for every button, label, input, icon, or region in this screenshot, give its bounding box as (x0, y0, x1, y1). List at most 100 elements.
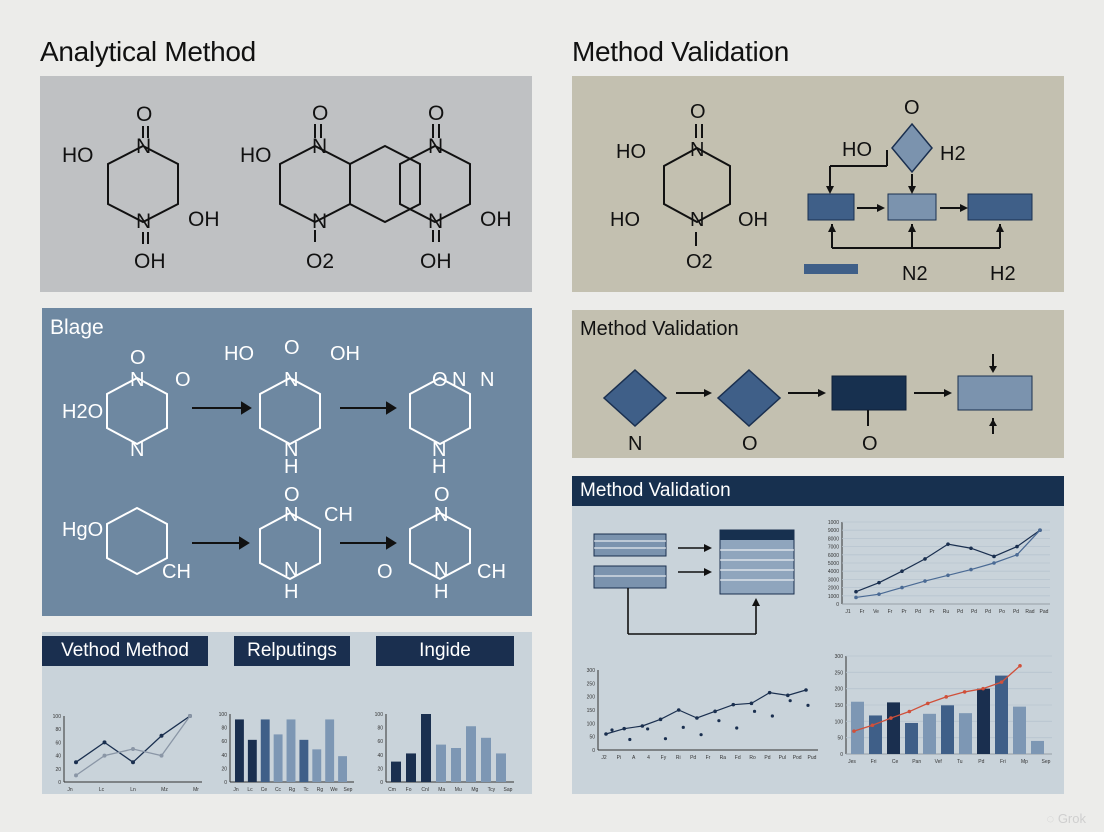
cA-y-tick: 2000 (828, 586, 839, 592)
mol1-n1: N (136, 135, 151, 158)
r-mol-ho1: HO (616, 141, 646, 163)
flow-n2: N2 (902, 263, 928, 285)
r1-n2: N (284, 369, 298, 391)
c1-x-tick: Mr (193, 787, 199, 793)
c3-bar (466, 726, 476, 782)
c3-bar (421, 714, 431, 782)
tab-ingide[interactable]: Ingide (376, 636, 514, 666)
r1-o3: O (284, 337, 300, 359)
cA-y-tick: 4000 (828, 569, 839, 575)
cB-y-tick: 150 (587, 708, 596, 714)
r1-h2: H (432, 456, 446, 478)
mol2-oh: OH (480, 208, 512, 231)
cA-point (854, 589, 858, 594)
cC-bar (959, 713, 972, 754)
cC-x-tick: Mp (1021, 759, 1028, 765)
process-node-o1: O (742, 433, 758, 455)
cA-point (854, 595, 858, 600)
c1-x-tick: Ln (130, 787, 136, 793)
cC-trend-point (852, 729, 856, 733)
c3-y-tick: 100 (375, 712, 384, 718)
mol2-o2: O2 (306, 250, 334, 273)
c3-x-tick: Ma (438, 787, 445, 793)
c3-y-tick: 40 (377, 753, 383, 759)
mol2-n2: N (428, 135, 443, 158)
validation-banner: Method Validation (572, 476, 1064, 506)
cB-point (713, 709, 717, 714)
cB-dot (610, 728, 614, 732)
cA-x-tick: Pr (902, 609, 907, 615)
c2-y-tick: 0 (224, 780, 227, 786)
cA-y-tick: 5000 (828, 561, 839, 567)
cC-x-tick: Tu (957, 759, 963, 765)
cA-y-tick: 3000 (828, 577, 839, 583)
mol1-ho: HO (62, 144, 94, 167)
left-section-title: Analytical Method (40, 36, 256, 67)
c1-y-tick: 40 (55, 754, 61, 760)
c3-bar (451, 748, 461, 782)
cA-point (992, 561, 996, 565)
cB-dot (806, 703, 810, 707)
cA-x-tick: Pad (1040, 609, 1049, 615)
c2-x-tick: Sep (344, 787, 353, 793)
mol1-top-o: O (136, 103, 152, 126)
tab-relputings[interactable]: Relputings (234, 636, 350, 666)
r2-hgo: HgO (62, 519, 103, 541)
cC-trend-point (981, 686, 985, 691)
cB-y-tick: 300 (587, 668, 596, 674)
c3-x-tick: Fo (406, 787, 412, 793)
process-box-2 (957, 375, 1033, 411)
r2-o2: O (434, 484, 450, 506)
cC-y-tick: 100 (835, 719, 844, 725)
cC-y-tick: 250 (835, 670, 844, 676)
process-panel-label: Method Validation (580, 318, 739, 340)
c2-y-tick: 60 (221, 739, 227, 745)
flow-diagram-top: O N HO HO N OH O2 O HO H2 N2 H2 (610, 97, 1033, 285)
mol1-bottom-oh: OH (134, 250, 166, 273)
r-mol-n2: N (690, 209, 704, 231)
cC-x-tick: Jes (848, 759, 856, 765)
c1-point (74, 760, 78, 765)
tab-vethod-method[interactable]: Vethod Method (42, 636, 208, 666)
cC-y-tick: 300 (835, 654, 844, 660)
cB-point (804, 688, 808, 692)
cB-x-tick: Pul (779, 755, 786, 761)
r2-o1: O (284, 484, 300, 506)
cC-bar (1031, 740, 1044, 754)
cB-x-tick: Ri (676, 755, 681, 761)
c2-y-tick: 100 (219, 712, 228, 718)
molecule-panel-left: O N HO N OH OH HO N O N O N N OH O2 OH (40, 76, 532, 292)
r-mol-o2: O2 (686, 251, 713, 273)
cC-x-tick: Pd (978, 759, 984, 765)
validation-charts: 1000900080007000600050004000300020001000… (587, 520, 1052, 765)
process-panel: Method Validation N O O (572, 310, 1064, 458)
r2-n1: N (284, 504, 298, 526)
r1-o1: O (130, 347, 146, 369)
cC-trend-point (907, 709, 912, 714)
cB-dot (752, 709, 757, 713)
cC-bar (1013, 706, 1026, 754)
cB-dot (663, 737, 668, 741)
c2-x-tick: Cc (275, 787, 282, 793)
cA-x-tick: Pd (915, 609, 921, 615)
cA-x-tick: Ve (873, 609, 879, 615)
r2-ch2: CH (324, 504, 353, 526)
cB-dot (735, 726, 739, 730)
c3-x-tick: Mg (471, 787, 478, 793)
cA-point (923, 579, 927, 583)
cB-x-tick: Pd (690, 755, 696, 761)
cB-point (767, 690, 772, 695)
cA-point (900, 569, 904, 573)
diamond-node-top (891, 122, 933, 174)
c3-x-tick: Cm (388, 787, 396, 793)
cC-y-tick: 0 (840, 752, 843, 758)
r1-oh: OH (330, 343, 360, 365)
cB-dot (788, 699, 792, 703)
c3-bar (406, 753, 416, 782)
c1-point (159, 733, 164, 738)
table-flow (593, 529, 795, 635)
c3-x-tick: Cnl (421, 787, 429, 793)
cB-x-tick: Pod (793, 755, 802, 761)
reaction-diagram: H2O N O O N HO OH O N N H O N N N H HgO … (62, 337, 506, 603)
